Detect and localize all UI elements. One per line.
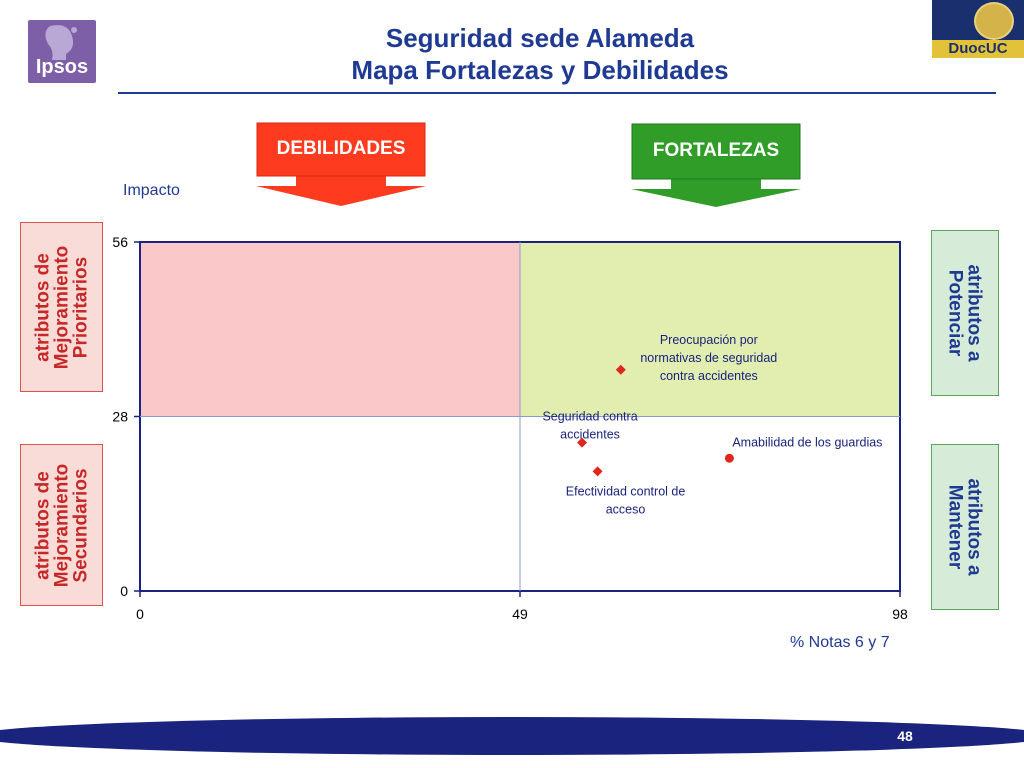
data-point-label: Amabilidad de los guardias (732, 435, 882, 449)
weakness-zone (140, 242, 520, 417)
data-point-label: Seguridad contra (542, 410, 637, 424)
y-axis-label: Impacto (123, 182, 180, 199)
y-tick-label: 56 (112, 234, 128, 250)
data-point-label: Preocupación por (660, 333, 758, 347)
ipsos-logo-text: Ipsos (35, 56, 89, 78)
data-point-label: accidentes (560, 428, 620, 442)
duoc-logo-text: DuocUC (932, 40, 1024, 58)
fortalezas-label: FORTALEZAS (652, 140, 780, 161)
y-tick-label: 0 (120, 583, 128, 599)
x-tick-label: 0 (136, 606, 144, 622)
title-line-2: Mapa Fortalezas y Debilidades (351, 55, 729, 85)
duoc-logo: DuocUC (932, 0, 1024, 58)
debilidades-banner: DEBILIDADES (256, 122, 426, 206)
side-label-mantener: atributos a Mantener (931, 444, 999, 610)
side-label-prioritarios: atributos de Mejoramiento Prioritarios (20, 222, 103, 392)
page-title: Seguridad sede Alameda Mapa Fortalezas y… (120, 22, 960, 86)
ipsos-face-icon (45, 25, 77, 60)
footer-bar (0, 717, 1024, 755)
data-point-diamond (615, 364, 626, 375)
data-point-diamond (592, 466, 603, 477)
data-point-label: normativas de seguridad (640, 351, 777, 365)
x-axis-label: % Notas 6 y 7 (790, 634, 890, 651)
page-number: 48 (897, 728, 913, 744)
fortalezas-banner: FORTALEZAS (631, 123, 801, 207)
data-point-diamond (577, 437, 588, 448)
x-tick-label: 98 (892, 606, 908, 622)
down-arrow-icon-red (256, 122, 426, 206)
title-line-1: Seguridad sede Alameda (385, 23, 695, 53)
data-point-label: acceso (606, 502, 646, 516)
scatter-chart: 0 28 56 0 49 98 Preocupación por normativas de … (112, 234, 908, 622)
side-label-potenciar: atributos a Potenciar (931, 230, 999, 396)
strength-zone (520, 242, 900, 417)
debilidades-label: DEBILIDADES (276, 138, 406, 159)
duoc-crest-icon (974, 2, 1014, 40)
x-tick-label: 49 (512, 606, 528, 622)
title-divider (118, 92, 996, 94)
data-point-circle (724, 453, 734, 463)
ipsos-logo: Ipsos (28, 20, 96, 83)
data-point-label: Efectividad control de (566, 484, 686, 498)
down-arrow-icon-green (631, 123, 801, 207)
side-label-secundarios: atributos de Mejoramiento Secundarios (20, 444, 103, 606)
data-point-label: contra accidentes (660, 369, 758, 383)
y-tick-label: 28 (112, 409, 128, 425)
